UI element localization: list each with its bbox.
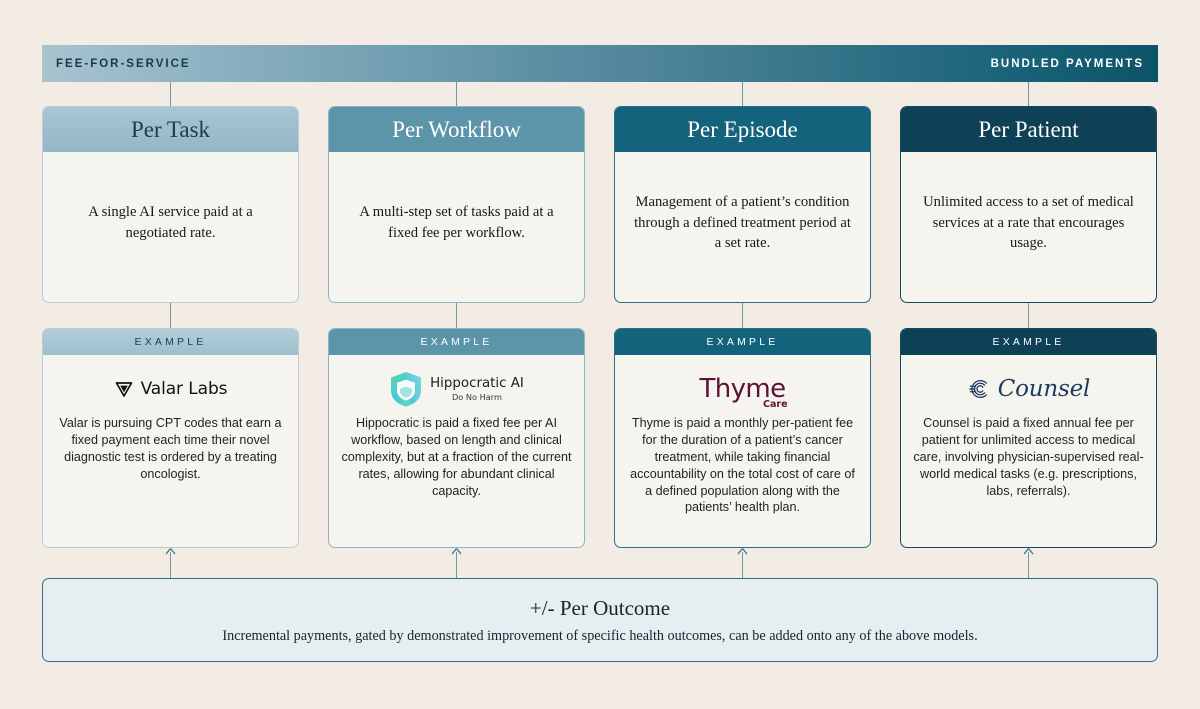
connector-spectrum-to-model-2 [456,82,457,106]
thyme-wordmark: Thyme [699,374,786,404]
arrowhead-up-4 [1023,548,1034,555]
counsel-logo: Counsel [967,365,1090,413]
connector-outcome-to-example-3 [742,552,743,578]
example-card-valar-labs: EXAMPLE Valar Labs Valar is pursuing CPT… [42,328,299,548]
connector-model-to-example-3 [742,301,743,328]
spectrum-right-label: BUNDLED PAYMENTS [990,57,1144,70]
example-text-thyme: Thyme is paid a monthly per-patient fee … [630,416,855,515]
connector-outcome-to-example-1 [170,552,171,578]
example-text-counsel: Counsel is paid a fixed annual fee per p… [913,416,1144,498]
model-description-per-patient: Unlimited access to a set of medical ser… [923,193,1134,252]
connector-model-to-example-2 [456,301,457,328]
connector-model-to-example-4 [1028,301,1029,328]
connector-spectrum-to-model-1 [170,82,171,106]
counsel-fingerprint-icon [968,379,987,399]
example-card-thyme-care: EXAMPLE Thyme Care Thyme is paid a month… [614,328,871,548]
valar-triangle-icon [115,382,132,397]
model-description-per-workflow: A multi-step set of tasks paid at a fixe… [359,204,554,241]
model-description-per-task: A single AI service paid at a negotiated… [88,204,253,241]
thyme-care-tagline: Care [763,399,788,410]
spectrum-left-label: FEE-FOR-SERVICE [56,57,191,70]
model-title-per-task: Per Task [43,107,298,152]
per-outcome-subtitle: Incremental payments, gated by demonstra… [222,627,978,644]
example-label-1: EXAMPLE [43,329,298,355]
example-text-valar: Valar is pursuing CPT codes that earn a … [59,416,282,481]
connector-outcome-to-example-4 [1028,552,1029,578]
connector-spectrum-to-model-3 [742,82,743,106]
model-title-per-workflow: Per Workflow [329,107,584,152]
hippocratic-ai-logo: Hippocratic AI Do No Harm [389,365,524,413]
model-description-per-episode: Management of a patient’s condition thro… [634,193,851,252]
thyme-care-wordmark-icon: Thyme Care [699,374,787,410]
thyme-care-logo: Thyme Care [699,365,787,413]
example-label-4: EXAMPLE [901,329,1156,355]
connector-outcome-to-example-2 [456,552,457,578]
connector-spectrum-to-model-4 [1028,82,1029,106]
arrowhead-up-1 [165,548,176,555]
valar-labs-logo: Valar Labs [114,365,228,413]
connector-model-to-example-1 [170,301,171,328]
payment-spectrum-bar: FEE-FOR-SERVICE BUNDLED PAYMENTS [42,45,1158,82]
arrowhead-up-2 [451,548,462,555]
model-card-per-task: Per Task A single AI service paid at a n… [42,106,299,303]
model-title-per-episode: Per Episode [615,107,870,152]
hippocratic-shield-icon [391,372,422,407]
counsel-wordmark: Counsel [997,376,1091,402]
example-label-2: EXAMPLE [329,329,584,355]
model-title-per-patient: Per Patient [901,107,1156,152]
per-outcome-title: +/- Per Outcome [529,595,671,620]
model-card-per-patient: Per Patient Unlimited access to a set of… [900,106,1157,303]
arrowhead-up-3 [737,548,748,555]
hippocratic-ai-wordmark: Hippocratic AI [430,376,524,391]
example-card-hippocratic-ai: EXAMPLE [328,328,585,548]
example-label-3: EXAMPLE [615,329,870,355]
model-card-per-workflow: Per Workflow A multi-step set of tasks p… [328,106,585,303]
hippocratic-ai-tagline: Do No Harm [451,392,502,402]
example-card-counsel: EXAMPLE Counsel Counsel is paid a fixed [900,328,1157,548]
valar-labs-wordmark: Valar Labs [140,379,228,399]
example-text-hippocratic: Hippocratic is paid a fixed fee per AI w… [341,416,572,498]
per-outcome-bar: +/- Per Outcome Incremental payments, ga… [42,578,1158,662]
model-card-per-episode: Per Episode Management of a patient’s co… [614,106,871,303]
